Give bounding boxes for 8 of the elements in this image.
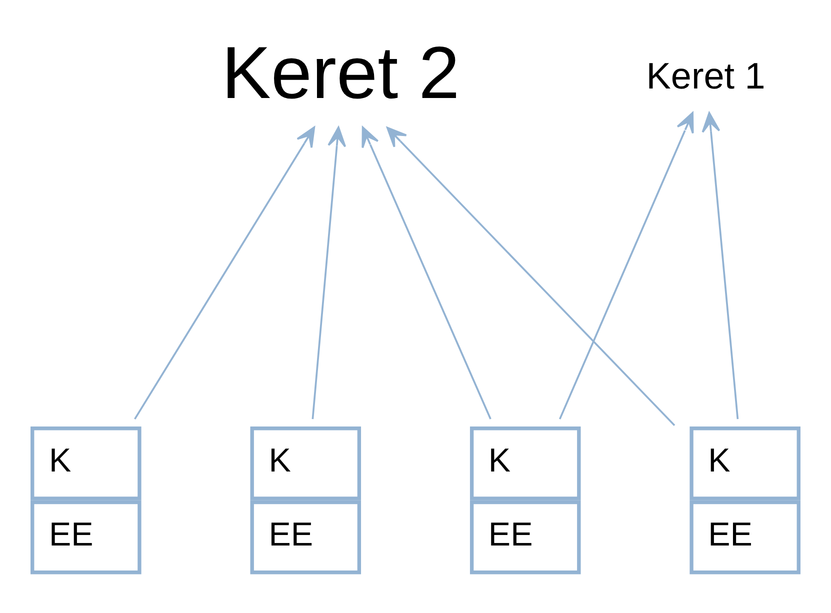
arrow	[558, 112, 694, 420]
arrow	[134, 126, 316, 420]
node-text: Keret 2	[222, 30, 460, 114]
node-text: Keret 1	[646, 56, 766, 97]
arrow	[702, 112, 739, 420]
arrow	[312, 126, 346, 420]
arrow	[386, 126, 676, 426]
arrow	[362, 126, 492, 420]
